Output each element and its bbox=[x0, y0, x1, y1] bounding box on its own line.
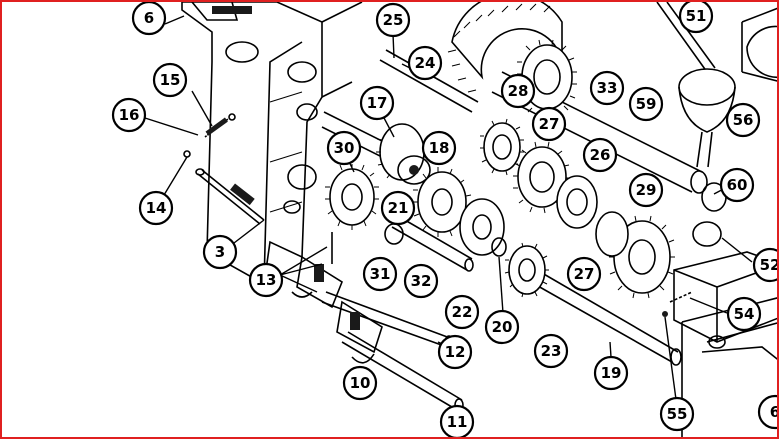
callout-29: 29 bbox=[628, 172, 664, 208]
callout-30: 30 bbox=[326, 130, 362, 166]
callout-54: 54 bbox=[726, 296, 762, 332]
svg-text:32: 32 bbox=[411, 272, 432, 290]
callout-28: 28 bbox=[500, 73, 536, 109]
svg-text:28: 28 bbox=[508, 82, 529, 100]
callout-11: 11 bbox=[439, 404, 475, 437]
callout-51: 51 bbox=[678, 2, 714, 34]
bushing-31 bbox=[384, 223, 404, 245]
callout-26: 26 bbox=[582, 137, 618, 173]
svg-text:19: 19 bbox=[601, 364, 622, 382]
shift-lever bbox=[656, 2, 736, 168]
gear-17-18 bbox=[376, 123, 431, 185]
svg-text:30: 30 bbox=[334, 139, 355, 157]
svg-text:33: 33 bbox=[597, 79, 618, 97]
gear-29 bbox=[595, 211, 675, 299]
svg-text:52: 52 bbox=[760, 256, 779, 274]
svg-text:31: 31 bbox=[370, 265, 391, 283]
callout-24: 24 bbox=[407, 45, 443, 81]
svg-text:54: 54 bbox=[734, 305, 755, 323]
callout-20: 20 bbox=[484, 309, 520, 345]
svg-text:25: 25 bbox=[383, 11, 404, 29]
svg-text:26: 26 bbox=[590, 146, 611, 164]
callout-27b: 27 bbox=[566, 256, 602, 292]
svg-text:6: 6 bbox=[770, 403, 779, 421]
svg-text:59: 59 bbox=[636, 95, 657, 113]
callout-15: 15 bbox=[152, 62, 188, 98]
callout-56: 56 bbox=[725, 102, 761, 138]
callout-55: 55 bbox=[659, 396, 695, 432]
callout-18: 18 bbox=[421, 130, 457, 166]
svg-text:24: 24 bbox=[415, 54, 436, 72]
snap-ring-20 bbox=[491, 237, 507, 257]
callout-31: 31 bbox=[362, 256, 398, 292]
svg-text:22: 22 bbox=[452, 303, 473, 321]
callout-25: 25 bbox=[375, 2, 411, 38]
svg-text:27: 27 bbox=[574, 265, 595, 283]
callout-59: 59 bbox=[628, 86, 664, 122]
svg-text:18: 18 bbox=[429, 139, 450, 157]
svg-text:17: 17 bbox=[367, 94, 388, 112]
gear-23 bbox=[504, 242, 549, 298]
svg-text:15: 15 bbox=[160, 71, 181, 89]
callout-60: 60 bbox=[719, 167, 755, 203]
callout-14: 14 bbox=[138, 190, 174, 226]
svg-text:16: 16 bbox=[119, 106, 140, 124]
svg-text:14: 14 bbox=[146, 199, 167, 217]
svg-text:10: 10 bbox=[350, 374, 371, 392]
svg-text:6: 6 bbox=[144, 9, 154, 27]
callout-23: 23 bbox=[533, 333, 569, 369]
svg-text:56: 56 bbox=[733, 111, 754, 129]
callouts: 6 25 51 24 28 33 15 16 17 27 59 56 30 18… bbox=[111, 2, 779, 437]
callout-17: 17 bbox=[359, 85, 395, 121]
svg-text:21: 21 bbox=[388, 199, 409, 217]
svg-text:55: 55 bbox=[667, 405, 688, 423]
svg-text:11: 11 bbox=[447, 413, 468, 431]
callout-27a: 27 bbox=[531, 106, 567, 142]
callout-10: 10 bbox=[342, 365, 378, 401]
gear-26 bbox=[513, 141, 598, 229]
svg-text:29: 29 bbox=[636, 181, 657, 199]
callout-3: 3 bbox=[202, 234, 238, 270]
gear-21 bbox=[413, 167, 505, 256]
callout-16: 16 bbox=[111, 97, 147, 133]
svg-text:60: 60 bbox=[727, 176, 748, 194]
callout-21: 21 bbox=[380, 190, 416, 226]
gearbox-housing bbox=[181, 2, 363, 286]
callout-6a: 6 bbox=[131, 2, 167, 36]
gears bbox=[325, 2, 727, 299]
gear-30 bbox=[325, 164, 379, 230]
callout-12: 12 bbox=[437, 334, 473, 370]
pin-and-spring-parts bbox=[183, 113, 265, 225]
gear-27-upper bbox=[480, 118, 524, 176]
svg-text:12: 12 bbox=[445, 343, 466, 361]
svg-text:13: 13 bbox=[256, 271, 277, 289]
svg-text:51: 51 bbox=[686, 7, 707, 25]
svg-text:20: 20 bbox=[492, 318, 513, 336]
callout-52: 52 bbox=[752, 247, 779, 283]
callout-33: 33 bbox=[589, 70, 625, 106]
callout-13: 13 bbox=[248, 262, 284, 298]
callout-19: 19 bbox=[593, 355, 629, 391]
callout-22: 22 bbox=[444, 294, 480, 330]
callout-6b: 6 bbox=[757, 394, 779, 430]
svg-text:3: 3 bbox=[215, 243, 225, 261]
shift-forks bbox=[291, 232, 383, 364]
callout-32: 32 bbox=[403, 263, 439, 299]
right-housing bbox=[662, 7, 777, 437]
svg-text:27: 27 bbox=[539, 115, 560, 133]
svg-text:23: 23 bbox=[541, 342, 562, 360]
